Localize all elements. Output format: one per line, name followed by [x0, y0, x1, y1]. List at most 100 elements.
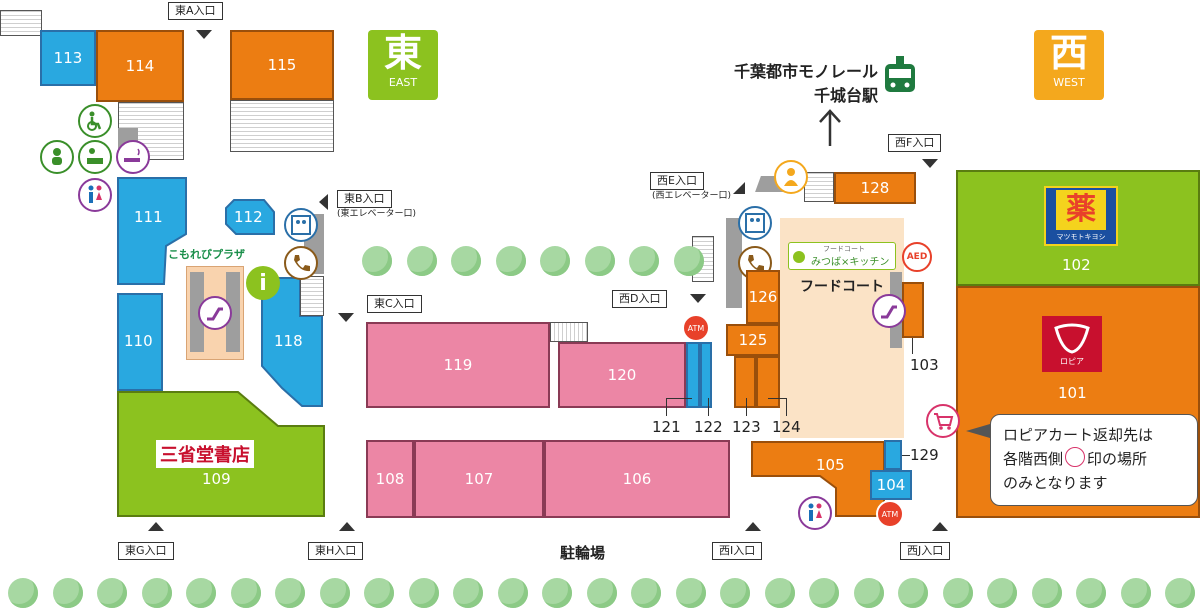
gate-east-b[interactable]: 東B入口 [337, 190, 392, 208]
notice-line2: 各階西側印の場所 [1003, 447, 1185, 471]
stairs-120 [550, 322, 588, 342]
arrow-east-g [148, 522, 164, 531]
tree-icon [52, 578, 83, 608]
arrow-east-a [196, 30, 212, 39]
gate-west-f[interactable]: 西F入口 [888, 134, 942, 152]
tree-icon [720, 578, 750, 608]
foodcourt-sign: フードコート みつば×キッチン [788, 242, 896, 270]
phone-icon-east [284, 246, 318, 280]
tree-icon [275, 578, 305, 608]
tree-icon [97, 578, 127, 608]
stairs-top-left [0, 10, 42, 36]
stairs-118 [300, 276, 324, 316]
smoking-area-icon [116, 140, 150, 174]
store-sanseido: 三省堂書店 [156, 440, 254, 468]
escalator-icon-plaza [198, 296, 232, 330]
tree-icon [629, 246, 659, 276]
monorail-line1: 千葉都市モノレール [733, 62, 878, 81]
escalator-icon-west [872, 294, 906, 328]
escalator-plaza-right [226, 272, 240, 352]
tree-icon [1076, 578, 1106, 608]
gate-west-d[interactable]: 西D入口 [612, 290, 668, 308]
gate-west-i[interactable]: 西I入口 [712, 542, 763, 560]
gate-east-h[interactable]: 東H入口 [308, 542, 364, 560]
leader-122 [708, 398, 709, 416]
unit-124[interactable] [756, 356, 780, 408]
tree-icon [584, 246, 615, 276]
unit-120[interactable]: 120 [558, 342, 686, 408]
tree-icon [987, 578, 1017, 608]
baby-care-icon [40, 140, 74, 174]
unit-129[interactable] [884, 440, 902, 470]
arrow-west-e [733, 182, 745, 194]
unit-108[interactable]: 108 [366, 440, 414, 518]
unit-106[interactable]: 106 [544, 440, 730, 518]
unit-111[interactable]: 111 [116, 176, 188, 286]
gate-east-c[interactable]: 東C入口 [367, 295, 422, 313]
tree-icon [364, 578, 394, 608]
unit-107[interactable]: 107 [414, 440, 544, 518]
tree-icon [230, 578, 261, 608]
elevator-icon-west [738, 206, 772, 240]
label-121: 121 [652, 418, 681, 436]
unit-128[interactable]: 128 [834, 172, 916, 204]
tree-icon [141, 578, 172, 608]
arrow-west-j [932, 522, 948, 531]
compass-east: 東 EAST [368, 30, 438, 100]
unit-113[interactable]: 113 [40, 30, 96, 86]
tree-icon [1120, 578, 1151, 608]
tree-icon [495, 246, 526, 276]
label-122: 122 [694, 418, 723, 436]
leaf-icon [793, 251, 805, 263]
unit-114[interactable]: 114 [96, 30, 184, 102]
gate-west-e[interactable]: 西E入口 [650, 172, 704, 190]
nursing-room-icon [774, 160, 808, 194]
compass-east-kanji: 東 [383, 31, 422, 75]
cart-return-notice: ロピアカート返却先は 各階西側印の場所 のみとなります [990, 414, 1198, 506]
gate-west-e-sub: (西エレベーター口) [652, 191, 732, 201]
tree-icon [8, 578, 38, 608]
gate-east-b-sub: (東エレベーター口) [337, 209, 417, 219]
compass-west-label: WEST [1053, 76, 1085, 89]
unit-104[interactable]: 104 [870, 470, 912, 500]
tree-icon [673, 246, 704, 276]
unit-119[interactable]: 119 [366, 322, 550, 408]
label-129: 129 [910, 446, 939, 464]
gate-east-g[interactable]: 東G入口 [118, 542, 174, 560]
tree-icon [451, 246, 481, 276]
unit-126[interactable]: 126 [746, 270, 780, 324]
diaper-change-icon [78, 140, 112, 174]
unit-115[interactable]: 115 [230, 30, 334, 100]
unit-112[interactable]: 112 [224, 198, 276, 236]
unit-121[interactable] [686, 342, 700, 408]
unit-122[interactable] [700, 342, 712, 408]
tree-icon [362, 246, 392, 276]
notice-pointer [966, 424, 990, 438]
label-123: 123 [732, 418, 761, 436]
unit-125[interactable]: 125 [726, 324, 780, 356]
aed-icon: AED [902, 242, 932, 272]
matsukiyo-logo: 薬 マツモトキヨシ [1044, 186, 1118, 246]
tree-icon [542, 578, 572, 608]
arrow-west-f [922, 159, 938, 168]
unit-123[interactable] [734, 356, 756, 408]
leader-103 [912, 338, 913, 354]
monorail-label: 千葉都市モノレール 千城台駅 [700, 58, 878, 106]
unit-109[interactable]: 三省堂書店 109 [116, 390, 326, 518]
notice-line3: のみとなります [1003, 474, 1108, 492]
gate-east-a[interactable]: 東A入口 [168, 2, 223, 20]
unit-102[interactable]: 薬 マツモトキヨシ 102 [956, 170, 1200, 286]
foodcourt-sign-top: フードコート [823, 245, 865, 253]
unit-110[interactable]: 110 [116, 292, 164, 392]
tree-icon [319, 578, 350, 608]
gate-west-j[interactable]: 西J入口 [900, 542, 951, 560]
tree-icon [186, 578, 216, 608]
tree-icon [586, 578, 617, 608]
komorebi-label: こもれびプラザ [168, 248, 245, 261]
restroom-icon-west [798, 496, 832, 530]
cart-icon-inline [1065, 447, 1086, 467]
bicycle-parking-label: 駐輪場 [560, 544, 606, 562]
lopia-logo: ロピア [1042, 316, 1102, 372]
arrow-east-h [339, 522, 355, 531]
info-icon[interactable]: i [246, 266, 280, 300]
